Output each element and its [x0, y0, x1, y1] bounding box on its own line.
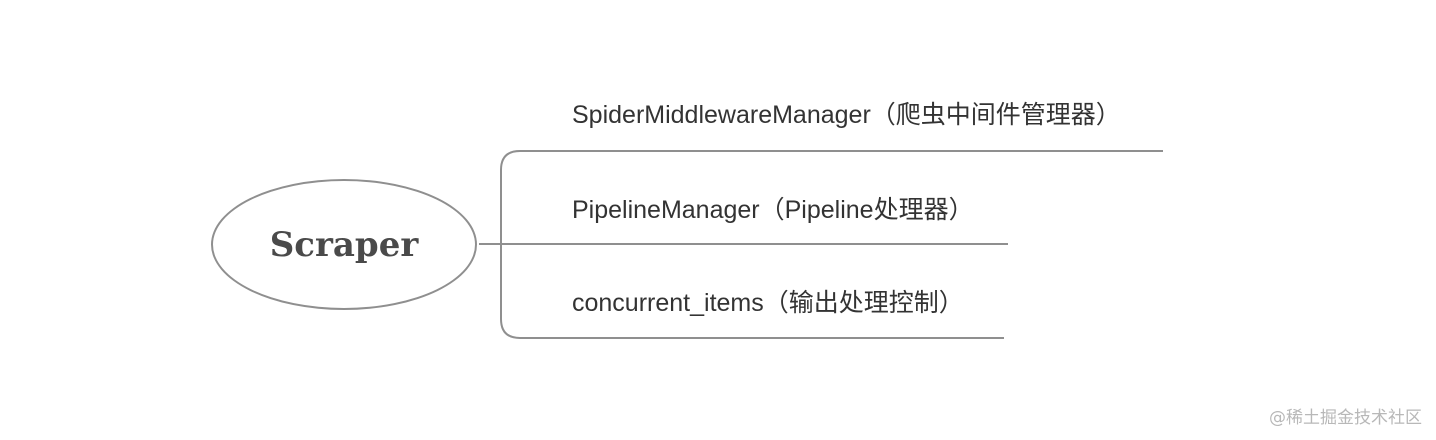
branch-label-concurrent-items: concurrent_items（输出处理控制）: [572, 289, 964, 317]
branch-label-spider-middleware-manager: SpiderMiddlewareManager（爬虫中间件管理器）: [572, 101, 1121, 129]
root-label: Scraper: [269, 224, 419, 265]
branch-label-pipeline-manager: PipelineManager（Pipeline处理器）: [572, 196, 974, 224]
root-node: Scraper: [211, 179, 477, 310]
branch-bracket-line: [500, 150, 1163, 339]
watermark: @稀土掘金技术社区: [1269, 408, 1422, 428]
